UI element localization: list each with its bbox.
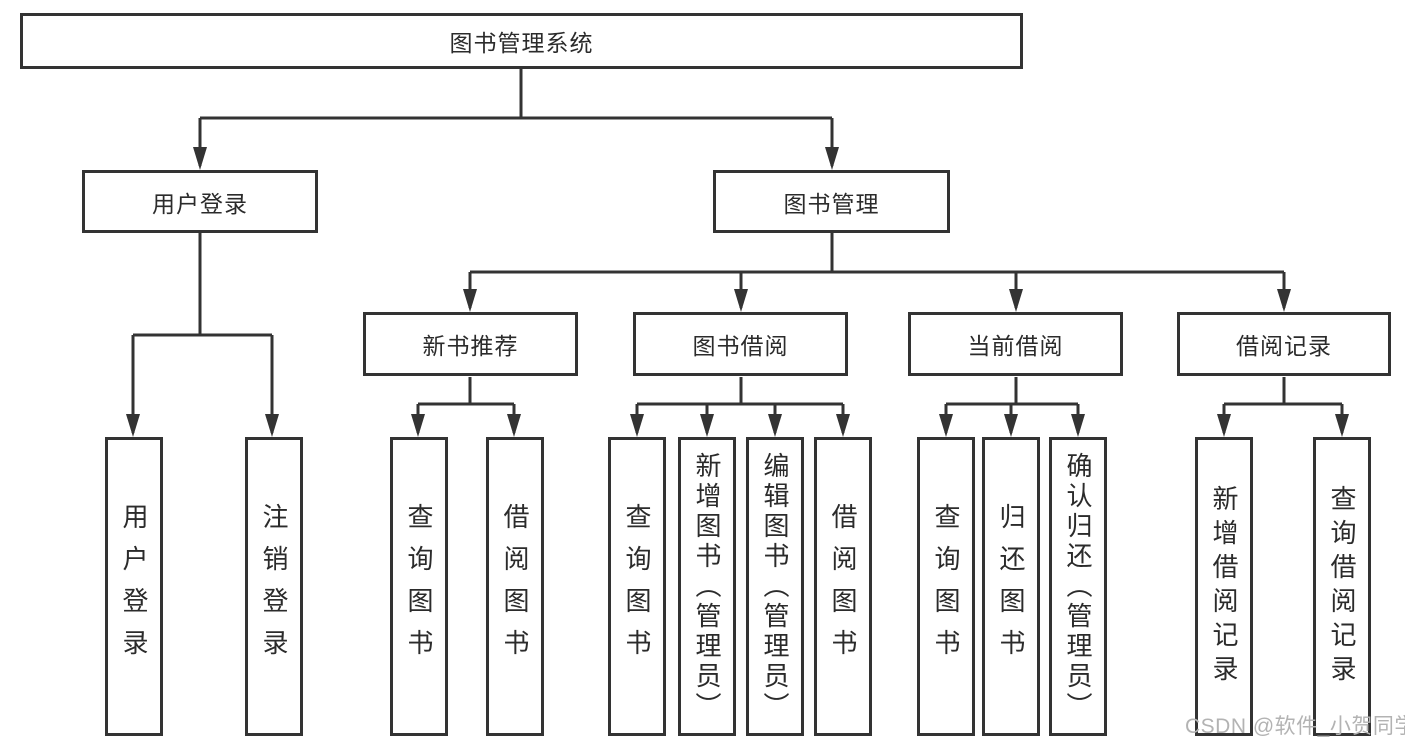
node-leaf-confirm-return-admin: 确认归还（管理员） [1049, 437, 1107, 736]
node-label: 用户登录 [119, 502, 149, 671]
node-book-borrowing: 图书借阅 [633, 312, 848, 376]
node-label: 查询借阅记录 [1327, 484, 1357, 689]
node-borrowing-records: 借阅记录 [1177, 312, 1391, 376]
node-leaf-return-books: 归还图书 [982, 437, 1040, 736]
node-label: 查询图书 [404, 502, 434, 671]
node-label: 归还图书 [996, 502, 1026, 671]
node-book-management-system: 图书管理系统 [20, 13, 1023, 69]
node-label: 编辑图书（管理员） [760, 451, 790, 722]
node-label: 确认归还（管理员） [1063, 451, 1093, 722]
node-leaf-edit-books-admin: 编辑图书（管理员） [746, 437, 804, 736]
node-book-management: 图书管理 [713, 170, 950, 233]
node-leaf-logout: 注销登录 [245, 437, 303, 736]
node-leaf-borrow-books-1: 借阅图书 [486, 437, 544, 736]
node-leaf-query-books-1: 查询图书 [390, 437, 448, 736]
node-leaf-add-books-admin: 新增图书（管理员） [678, 437, 736, 736]
node-leaf-borrow-books-2: 借阅图书 [814, 437, 872, 736]
arrowhead-icons [126, 147, 1349, 437]
node-user-login: 用户登录 [82, 170, 318, 233]
node-current-borrowing: 当前借阅 [908, 312, 1123, 376]
node-label: 注销登录 [259, 502, 289, 671]
node-leaf-query-books-3: 查询图书 [917, 437, 975, 736]
node-label: 借阅图书 [828, 502, 858, 671]
node-leaf-query-borrow-record: 查询借阅记录 [1313, 437, 1371, 736]
node-leaf-user-login: 用户登录 [105, 437, 163, 736]
node-label: 新增借阅记录 [1209, 484, 1239, 689]
node-label: 新增图书（管理员） [692, 451, 722, 722]
node-leaf-add-borrow-record: 新增借阅记录 [1195, 437, 1253, 736]
node-new-book-recommend: 新书推荐 [363, 312, 578, 376]
node-leaf-query-books-2: 查询图书 [608, 437, 666, 736]
node-label: 查询图书 [931, 502, 961, 671]
node-label: 查询图书 [622, 502, 652, 671]
node-label: 借阅图书 [500, 502, 530, 671]
watermark-text: CSDN @软件_小贺同学 [1185, 715, 1405, 738]
